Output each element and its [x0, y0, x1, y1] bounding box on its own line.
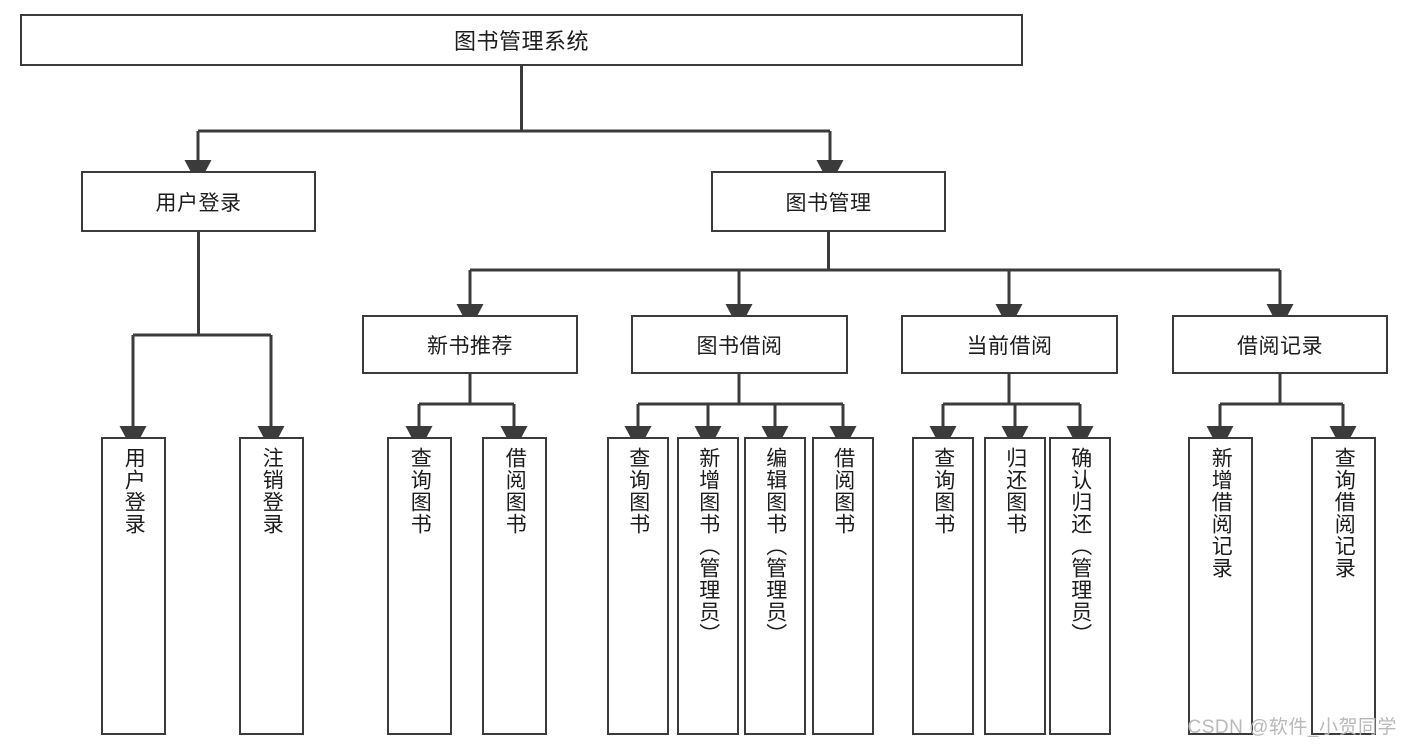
leaf-borrow-book-newbook[interactable]: 借阅图书	[482, 437, 547, 735]
watermark: CSDN @软件_小贺同学	[1187, 717, 1397, 738]
leaf-label: 新增借阅记录	[1209, 447, 1233, 579]
leaf-label: 编辑图书（管理员）	[763, 447, 787, 645]
leaf-label: 归还图书	[1003, 447, 1027, 535]
node-user-login[interactable]: 用户登录	[81, 171, 316, 232]
leaf-label: 注销登录	[260, 447, 284, 535]
leaf-label: 用户登录	[122, 447, 146, 535]
leaf-user-login[interactable]: 用户登录	[101, 437, 166, 735]
leaf-borrow-book[interactable]: 借阅图书	[812, 437, 874, 735]
leaf-add-book-admin[interactable]: 新增图书（管理员）	[677, 437, 739, 735]
leaf-label: 查询借阅记录	[1332, 447, 1356, 579]
node-current-borrow[interactable]: 当前借阅	[901, 315, 1118, 374]
leaf-edit-book-admin[interactable]: 编辑图书（管理员）	[744, 437, 806, 735]
leaf-query-book-borrow[interactable]: 查询图书	[607, 437, 669, 735]
leaf-confirm-return-admin[interactable]: 确认归还（管理员）	[1049, 437, 1111, 735]
leaf-query-book-newbook[interactable]: 查询图书	[387, 437, 452, 735]
leaf-label: 借阅图书	[831, 447, 855, 535]
leaf-label: 查询图书	[626, 447, 650, 535]
node-root[interactable]: 图书管理系统	[20, 14, 1023, 66]
leaf-label: 确认归还（管理员）	[1068, 447, 1092, 645]
leaf-query-book-current[interactable]: 查询图书	[912, 437, 974, 735]
leaf-add-borrow-record[interactable]: 新增借阅记录	[1188, 437, 1253, 735]
node-new-book-recommend[interactable]: 新书推荐	[362, 315, 578, 374]
leaf-label: 借阅图书	[503, 447, 527, 535]
leaf-label: 查询图书	[408, 447, 432, 535]
leaf-return-book[interactable]: 归还图书	[984, 437, 1046, 735]
node-book-management[interactable]: 图书管理	[711, 171, 946, 232]
leaf-label: 新增图书（管理员）	[696, 447, 720, 645]
leaf-logout[interactable]: 注销登录	[239, 437, 304, 735]
node-book-borrow[interactable]: 图书借阅	[631, 315, 848, 374]
node-borrow-record[interactable]: 借阅记录	[1172, 315, 1388, 374]
leaf-query-borrow-record[interactable]: 查询借阅记录	[1311, 437, 1376, 735]
leaf-label: 查询图书	[931, 447, 955, 535]
